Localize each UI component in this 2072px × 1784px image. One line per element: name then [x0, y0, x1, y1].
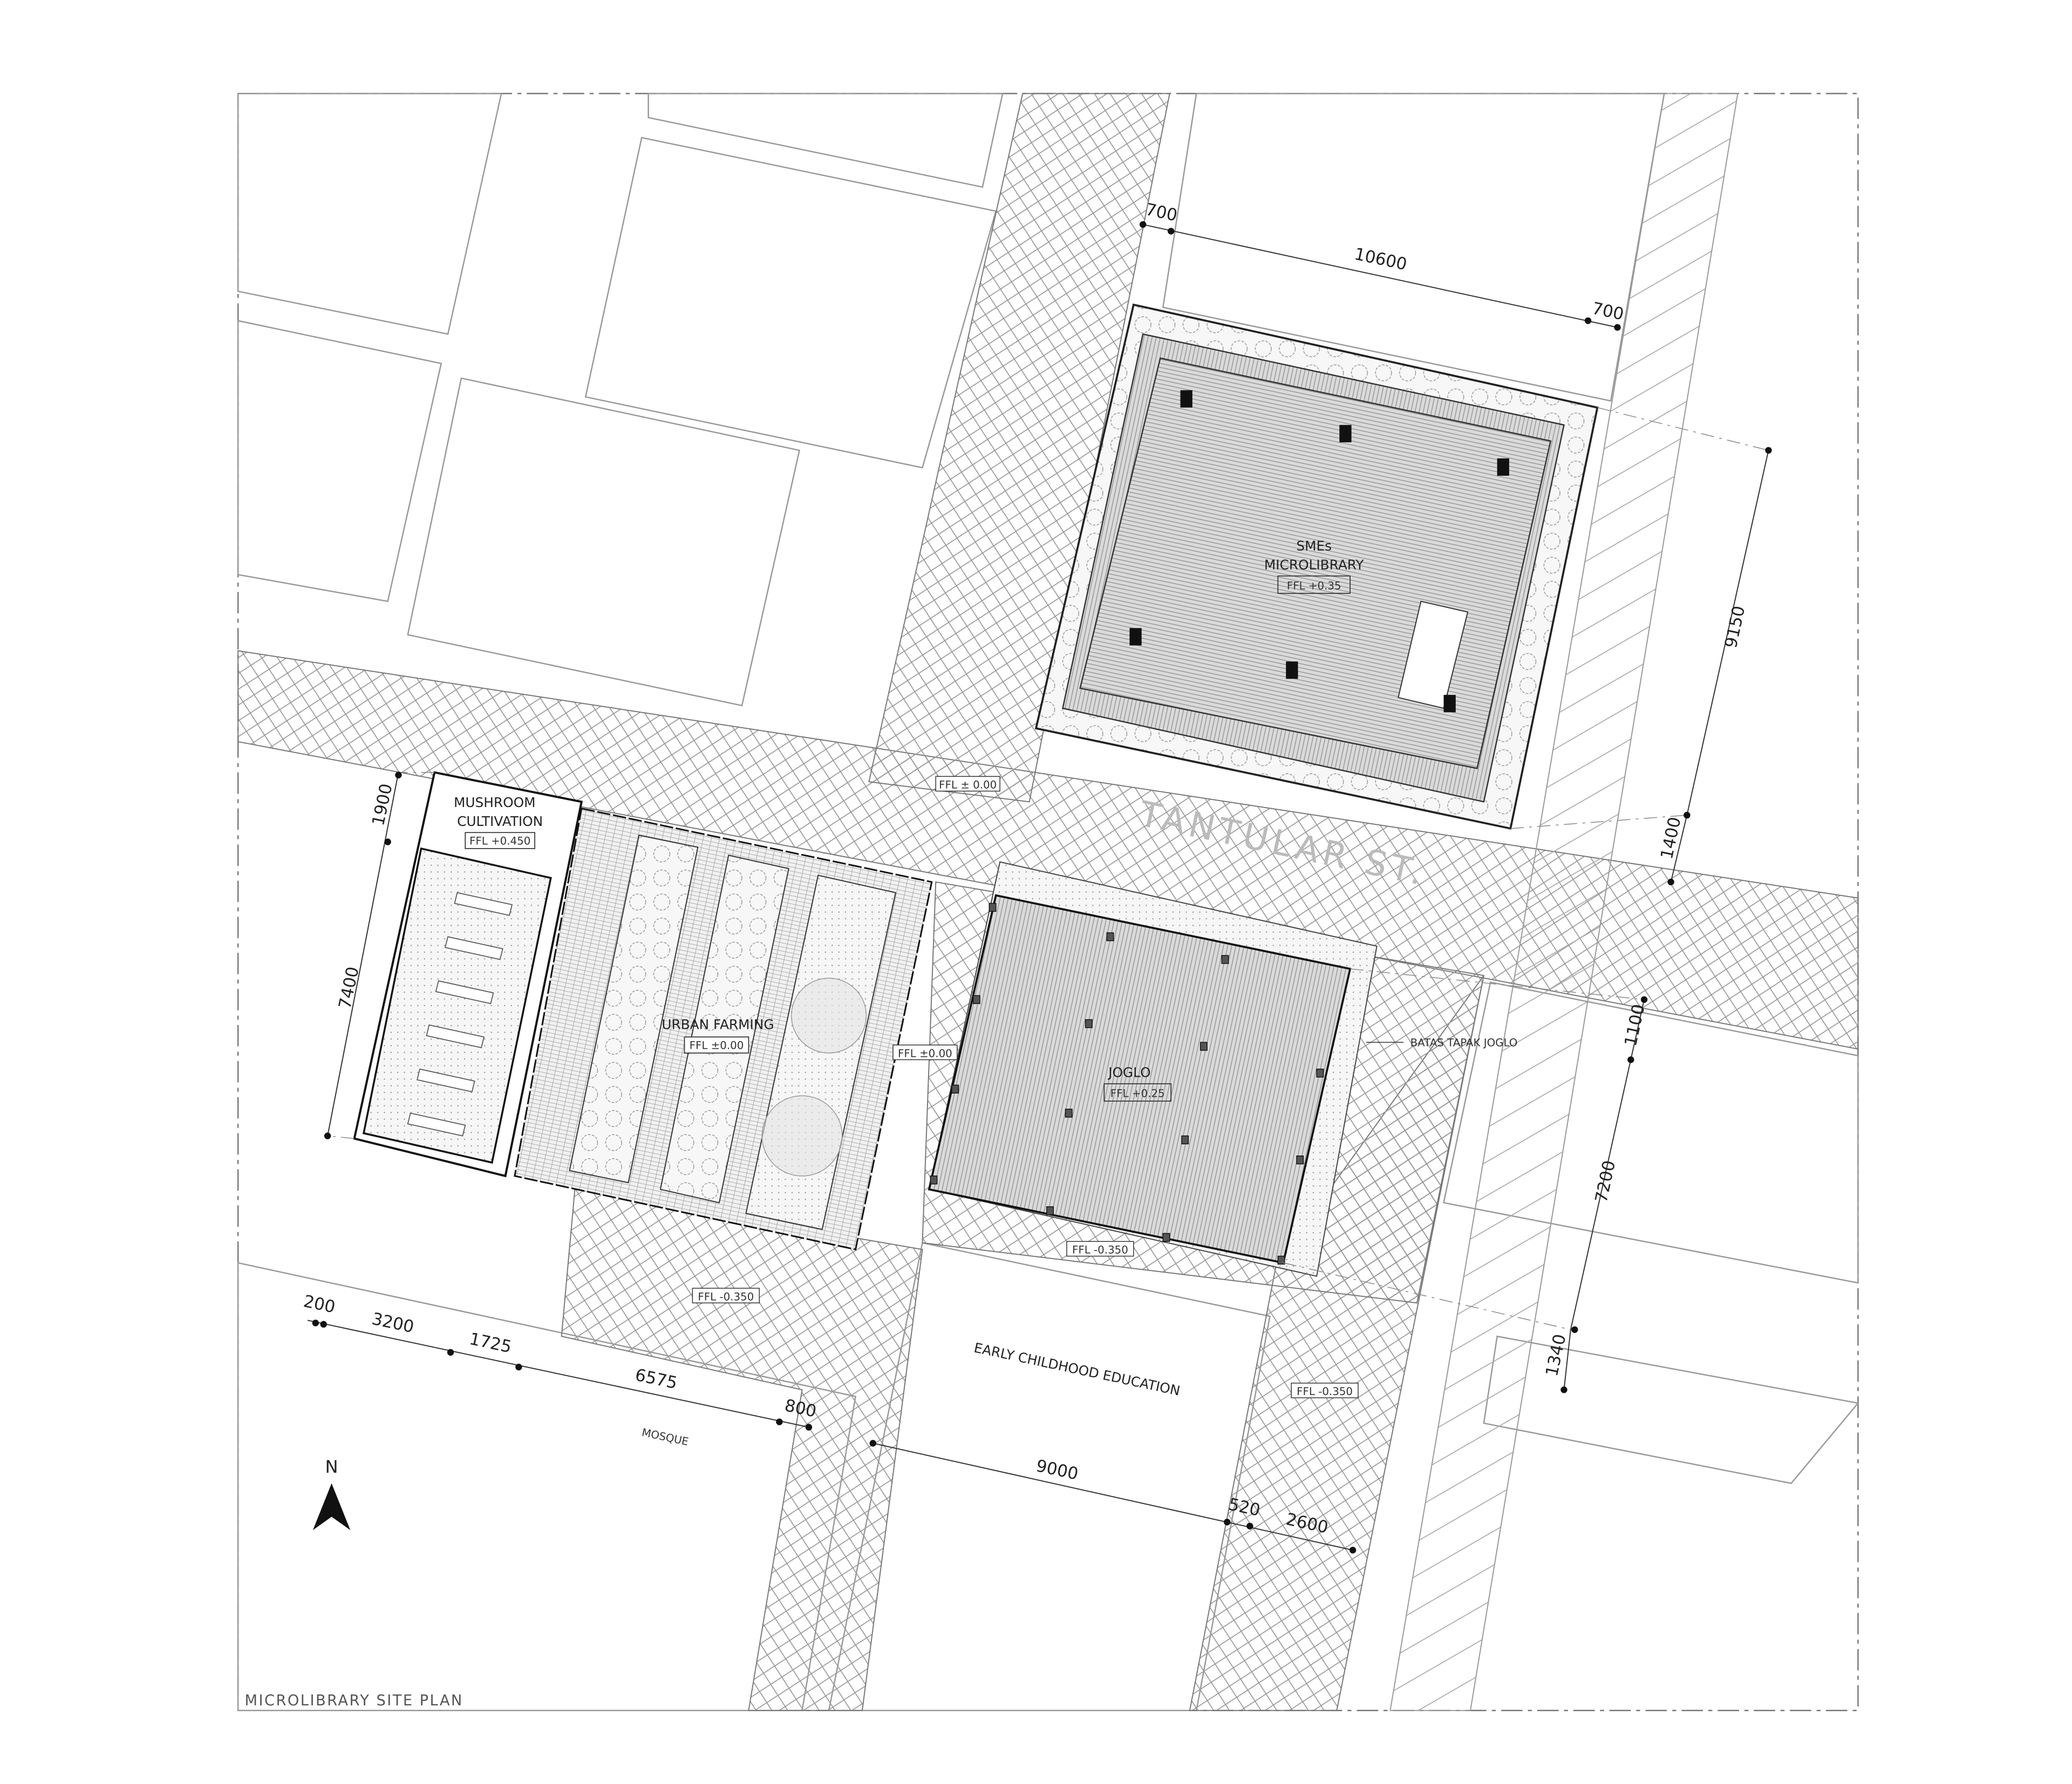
svg-text:3200: 3200: [370, 1309, 416, 1337]
svg-text:700: 700: [1590, 299, 1625, 324]
level-tags: FFL ± 0.00 FFL ±0.00 FFL -0.350 FFL -0.3…: [692, 776, 1359, 1398]
school-label: EARLY CHILDHOOD EDUCATION: [973, 1340, 1182, 1399]
microlibrary-label: MICROLIBRARY: [1264, 557, 1365, 572]
svg-text:7400: 7400: [335, 965, 363, 1011]
urban-farming-ffl-tag: FFL ±0.00: [690, 1040, 744, 1052]
urban-farming-area[interactable]: URBAN FARMING FFL ±0.00: [514, 807, 933, 1250]
column: [1129, 390, 1509, 713]
joglo-building[interactable]: JOGLO FFL +0.25 BATAS TAPAK JOGLO: [928, 861, 1518, 1277]
svg-text:1400: 1400: [1657, 815, 1685, 861]
north-label: N: [325, 1457, 338, 1477]
svg-text:FFL -0.350: FFL -0.350: [1297, 1385, 1353, 1398]
svg-text:9150: 9150: [1721, 604, 1749, 650]
svg-text:700: 700: [1144, 200, 1179, 225]
tantular-street: [237, 650, 1859, 1050]
svg-text:6575: 6575: [633, 1365, 679, 1393]
east-hatched-strip: [1389, 93, 1739, 1711]
svg-text:10600: 10600: [1353, 244, 1409, 275]
svg-text:FFL -0.350: FFL -0.350: [1072, 1244, 1128, 1256]
mosque-label: MOSQUE: [640, 1426, 690, 1448]
joglo-boundary-note: BATAS TAPAK JOGLO: [1410, 1037, 1518, 1049]
smes-microlibrary-building[interactable]: SMEs MICROLIBRARY FFL +0.35: [1034, 303, 1599, 830]
south-path-west: [561, 1188, 923, 1711]
svg-text:FFL -0.350: FFL -0.350: [698, 1290, 754, 1303]
cultivation-label: CULTIVATION: [457, 814, 543, 829]
svg-text:9000: 9000: [1034, 1456, 1080, 1484]
north-arrow-icon: [312, 1483, 351, 1530]
mushroom-cultivation-building[interactable]: MUSHROOM CULTIVATION FFL +0.450: [353, 771, 583, 1178]
joglo-label: JOGLO: [1107, 1065, 1150, 1081]
smes-ffl-tag: FFL +0.35: [1287, 579, 1341, 592]
svg-text:FFL ± 0.00: FFL ± 0.00: [939, 779, 997, 791]
smes-label: SMEs: [1296, 538, 1332, 554]
joglo-ffl-tag: FFL +0.25: [1110, 1088, 1165, 1100]
mushroom-ffl-tag: FFL +0.450: [469, 835, 530, 847]
svg-text:7200: 7200: [1592, 1159, 1620, 1205]
svg-text:200: 200: [302, 1291, 337, 1317]
north-path: [868, 93, 1170, 803]
north-arrow: N: [312, 1457, 351, 1530]
mushroom-label: MUSHROOM: [454, 795, 535, 810]
column: [930, 903, 1324, 1265]
svg-text:1725: 1725: [468, 1329, 514, 1357]
urban-farming-label: URBAN FARMING: [662, 1016, 774, 1032]
svg-text:FFL ±0.00: FFL ±0.00: [898, 1047, 952, 1060]
svg-text:1900: 1900: [369, 782, 397, 828]
drawing-title: MICROLIBRARY SITE PLAN: [245, 1692, 464, 1709]
